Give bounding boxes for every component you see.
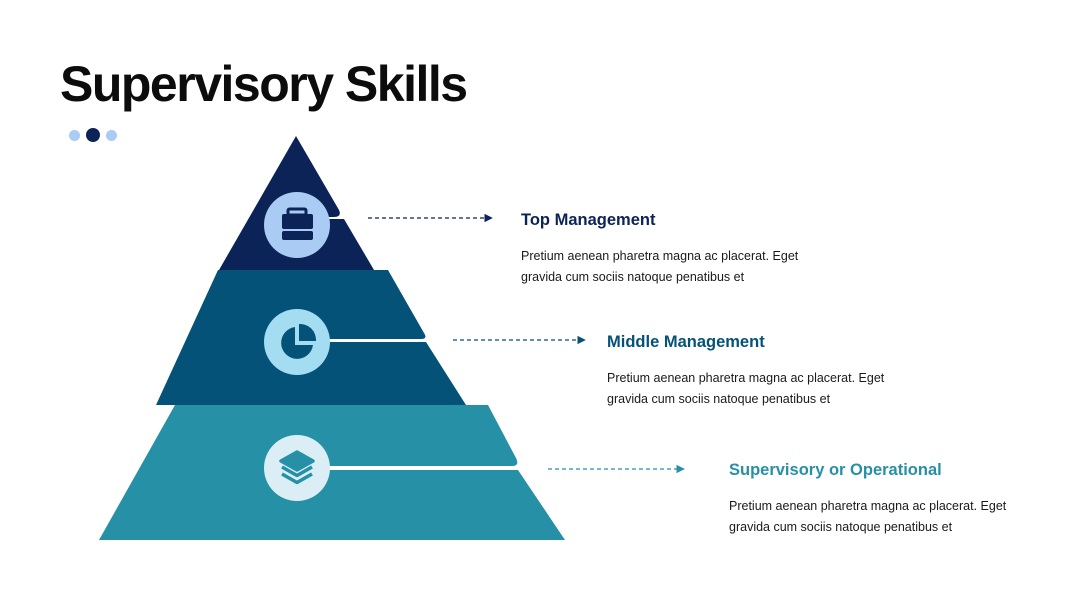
level-info-middle: Middle Management Pretium aenean pharetr… [607,331,907,410]
level-description: Pretium aenean pharetra magna ac placera… [729,499,1007,534]
level-description: Pretium aenean pharetra magna ac placera… [521,249,799,284]
level-heading: Supervisory or Operational [729,461,942,479]
icon-circle-bottom [264,435,330,501]
layers-icon [279,450,315,485]
pyramid-tier-bottom [99,405,565,540]
dot-light [69,129,80,141]
level-heading: Middle Management [607,333,765,351]
level-info-bottom: Supervisory or Operational Pretium aenea… [729,459,1029,538]
page-title: Supervisory Skills [60,56,468,112]
level-info-top: Top Management Pretium aenean pharetra m… [521,209,821,288]
decorative-dots [69,128,123,142]
level-heading: Top Management [521,211,656,229]
dot-light [106,129,117,141]
icon-circle-top [264,192,330,258]
dot-dark [86,128,100,142]
pie-chart-icon [281,323,317,359]
level-description: Pretium aenean pharetra magna ac placera… [607,371,885,406]
icon-circle-middle [264,309,330,375]
briefcase-icon [282,207,313,240]
